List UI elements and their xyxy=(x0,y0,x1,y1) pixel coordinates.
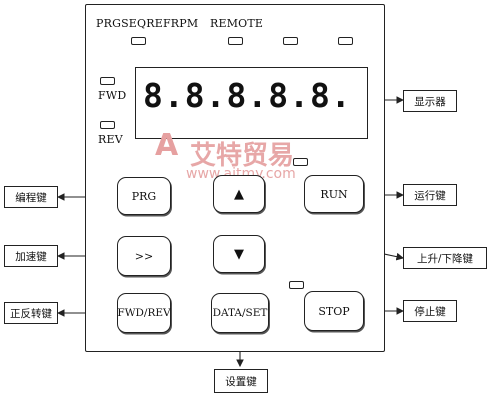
run-button[interactable]: RUN xyxy=(304,175,364,213)
led-extra-1 xyxy=(283,37,298,45)
callout-stop-key: 停止键 xyxy=(403,300,457,322)
callout-set-key: 设置键 xyxy=(214,369,268,393)
callout-accelerate-key: 加速键 xyxy=(4,245,58,267)
up-button[interactable]: ▲ xyxy=(213,175,265,213)
indicator-label-remote: REMOTE xyxy=(210,17,264,30)
callout-program-key: 编程键 xyxy=(4,186,58,208)
led-prgseqrefrpm xyxy=(131,37,146,45)
led-fwd xyxy=(100,77,115,85)
arrow-up-icon: ▲ xyxy=(234,186,244,202)
callout-up-down-key: 上升/下降键 xyxy=(403,247,487,269)
stop-button[interactable]: STOP xyxy=(304,291,364,331)
led-rev xyxy=(100,121,115,129)
fwd-rev-button[interactable]: FWD/REV xyxy=(117,293,171,333)
display-digits: 8.8.8.8.8. xyxy=(143,76,352,115)
watermark-logo-icon: A xyxy=(155,128,179,163)
shift-button[interactable]: >> xyxy=(117,236,171,276)
prg-button[interactable]: PRG xyxy=(117,177,171,215)
led-extra-2 xyxy=(338,37,353,45)
callout-run-key: 运行键 xyxy=(403,184,457,206)
data-set-button[interactable]: DATA/SET xyxy=(211,293,269,333)
led-run xyxy=(293,158,308,166)
arrow-down-icon: ▼ xyxy=(234,246,244,262)
indicator-label-prgseqrefrpm: PRGSEQREFRPM xyxy=(96,17,199,30)
seven-segment-display xyxy=(135,67,368,139)
led-remote xyxy=(228,37,243,45)
led-stop xyxy=(289,281,304,289)
callout-display: 显示器 xyxy=(403,90,457,112)
indicator-label-fwd: FWD xyxy=(98,89,127,102)
down-button[interactable]: ▼ xyxy=(213,235,265,273)
watermark-url: www.aitmy.com xyxy=(186,166,296,182)
callout-fwd-rev-key: 正反转键 xyxy=(4,302,58,324)
indicator-label-rev: REV xyxy=(98,133,123,146)
watermark-brand: 艾特贸易 xyxy=(190,141,295,171)
